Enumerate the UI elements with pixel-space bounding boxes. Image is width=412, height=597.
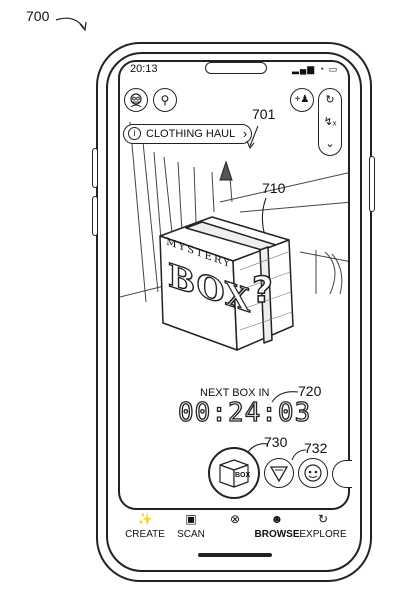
box-side-question: ? — [251, 269, 273, 312]
mystery-box-carousel-button[interactable]: BOX — [208, 447, 260, 499]
figure-ref-730: 730 — [264, 434, 288, 450]
profile-avatar-button[interactable] — [124, 88, 148, 112]
info-icon: i — [128, 127, 141, 140]
figure-ref-700-arrow — [55, 17, 87, 32]
box-thumbnail-icon — [219, 459, 249, 488]
smiley-icon: ☻ — [270, 512, 284, 526]
signal-icon: ▂▄▆ — [292, 64, 316, 74]
add-friend-icon: +♟ — [294, 94, 310, 105]
flash-off-icon[interactable]: ↯ₓ — [323, 116, 337, 128]
status-icons: ▂▄▆ ◔ ▭ — [292, 64, 338, 75]
volume-button — [92, 148, 98, 188]
status-time: 20:13 — [130, 63, 158, 75]
figure-ref-701-arrow — [246, 125, 259, 150]
nav-item-explore[interactable]: ↻ EXPLORE — [298, 512, 348, 540]
chevron-right-icon: › — [242, 126, 248, 141]
figure-ref-710-leader — [261, 197, 267, 233]
search-icon: ⚲ — [160, 93, 170, 107]
search-button[interactable]: ⚲ — [153, 88, 177, 112]
avatar-icon — [130, 93, 142, 108]
camera-tools-rail: ↻ ↯ₓ ⌄ — [318, 88, 342, 156]
close-circle-icon: ⊗ — [229, 512, 241, 526]
lens-tag-pill[interactable]: i CLOTHING HAUL › — [123, 124, 253, 144]
nav-label-explore: EXPLORE — [299, 529, 347, 540]
figure-ref-701: 701 — [252, 106, 276, 122]
figure-ref-720-leader — [271, 391, 299, 403]
lens-tag-label: CLOTHING HAUL — [146, 128, 236, 140]
wifi-icon: ◔ — [318, 64, 326, 74]
carousel-item-character[interactable] — [298, 458, 328, 488]
figure-ref-732-leader — [291, 449, 307, 461]
countdown-timer: 00:24:03 — [177, 397, 312, 428]
battery-icon: ▭ — [328, 64, 339, 74]
home-indicator — [198, 553, 272, 557]
carousel-item-superhero[interactable] — [264, 458, 294, 488]
box-thumbnail-text: BOX — [235, 472, 251, 479]
scan-icon: ▣ — [185, 512, 197, 526]
figure-ref-730-leader — [247, 443, 269, 453]
nav-label-scan: SCAN — [177, 529, 205, 540]
nav-label-create: CREATE — [125, 529, 165, 540]
nav-item-scan[interactable]: ▣ SCAN — [166, 512, 216, 540]
character-icon — [304, 464, 322, 482]
figure-ref-710: 710 — [262, 180, 286, 196]
volume-button-2 — [92, 196, 98, 236]
magic-wand-icon: ✨ — [137, 512, 153, 526]
explore-icon: ↻ — [317, 512, 329, 526]
shield-icon — [269, 466, 289, 483]
figure-ref-720: 720 — [298, 383, 322, 399]
phone-notch — [205, 62, 267, 74]
power-button — [369, 156, 375, 212]
camera-scene — [120, 121, 348, 303]
nav-item-browse[interactable]: ☻ BROWSE — [252, 512, 302, 540]
next-box-label: NEXT BOX IN — [200, 387, 270, 399]
figure-ref-700: 700 — [26, 8, 50, 24]
carousel-item-partial[interactable] — [332, 460, 352, 488]
nav-item-close[interactable]: ⊗ — [210, 512, 260, 527]
nav-label-browse: BROWSE — [254, 529, 300, 540]
figure-ref-732: 732 — [304, 440, 328, 456]
flip-camera-icon[interactable]: ↻ — [325, 94, 335, 106]
bottom-nav: ✨ CREATE ▣ SCAN ⊗ ☻ BROWSE ↻ EXPLORE — [118, 512, 350, 552]
background-tree — [219, 160, 233, 181]
nav-item-create[interactable]: ✨ CREATE — [120, 512, 170, 540]
chevron-down-icon[interactable]: ⌄ — [325, 138, 335, 150]
add-friend-button[interactable]: +♟ — [290, 88, 314, 112]
